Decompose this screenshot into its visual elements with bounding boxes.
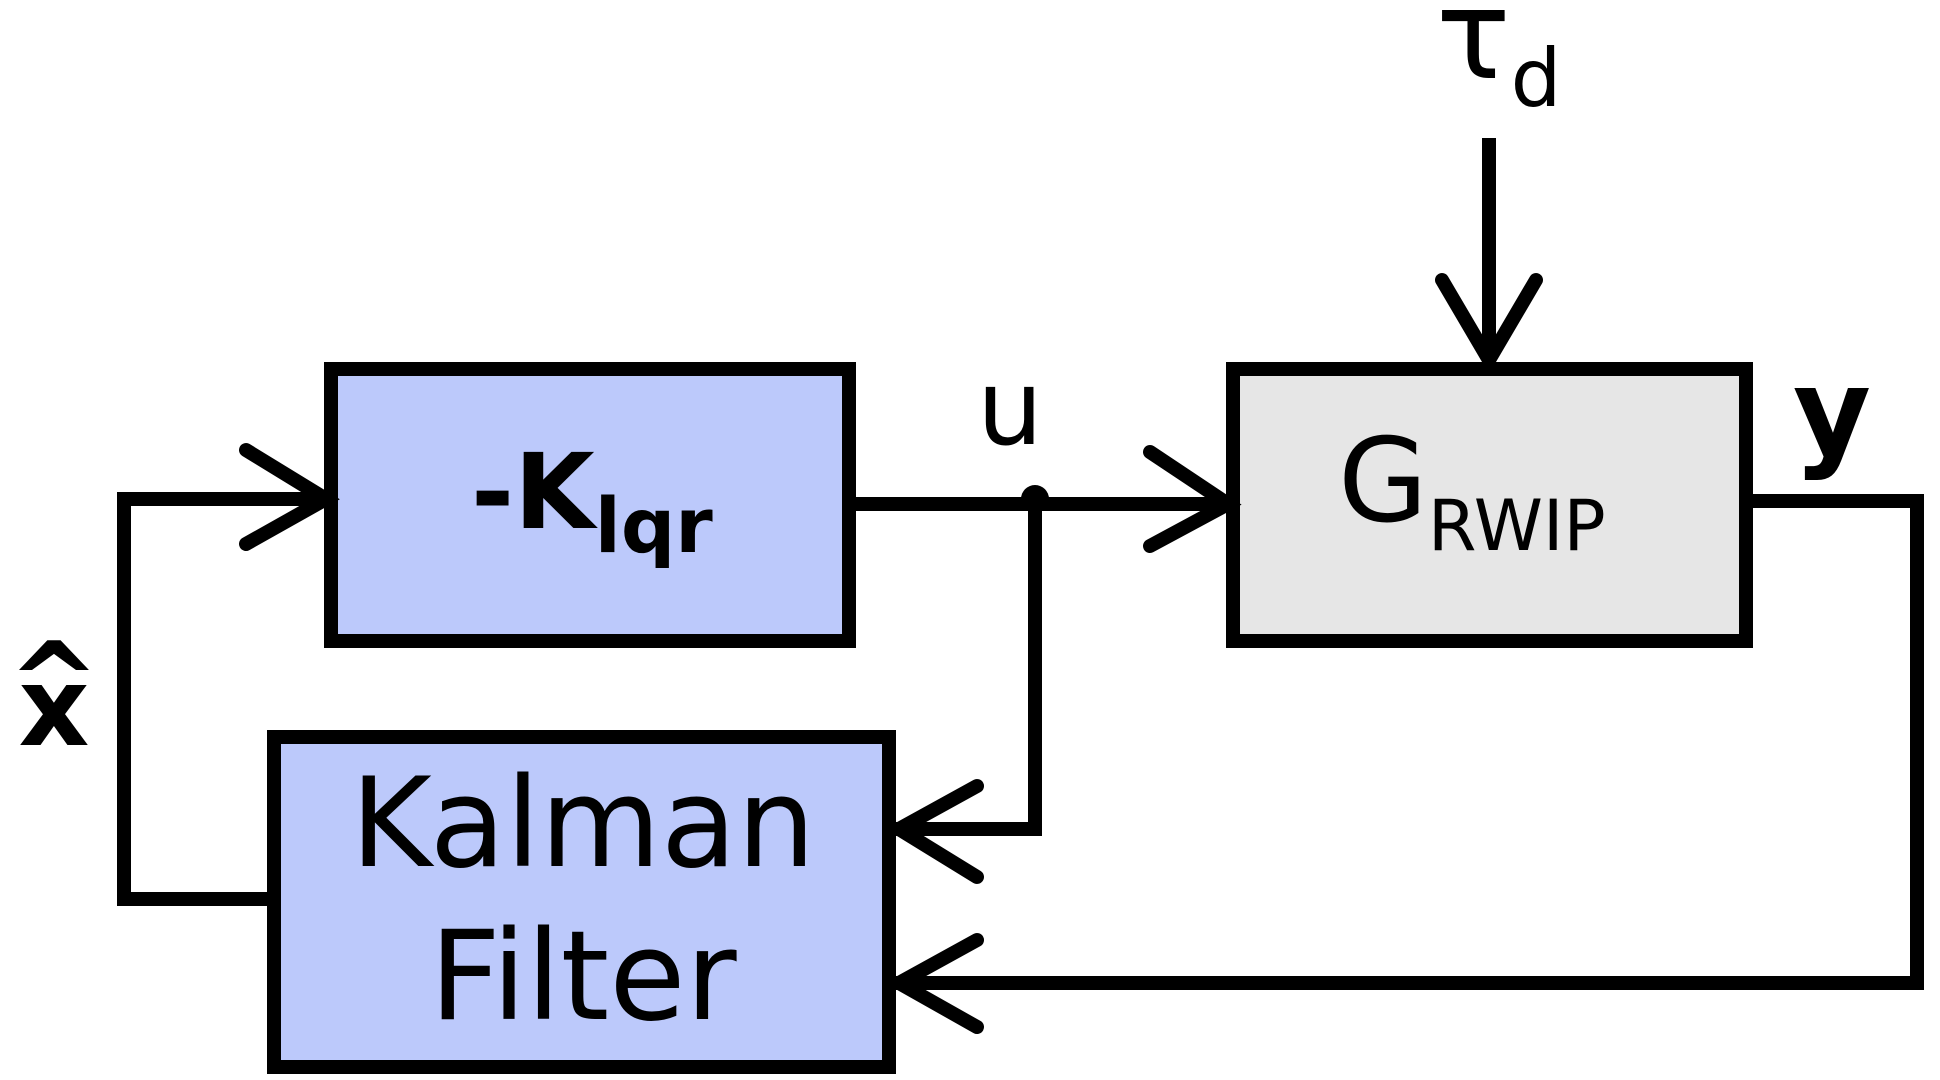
- kalman-label-line2: Filter: [429, 905, 736, 1049]
- output-signal-label: y: [1793, 344, 1871, 483]
- kalman-label-line1: Kalman: [351, 752, 816, 896]
- plant-label-subscript: RWIP: [1428, 485, 1606, 567]
- kalman-filter-block: [267, 730, 896, 1074]
- kalman-output-arrowhead: [884, 933, 984, 1034]
- disturbance-arrowhead: [1435, 273, 1543, 374]
- disturbance-label: τd: [1436, 0, 1561, 125]
- output-feedback-wire: [895, 494, 1924, 990]
- controller-input-arrowhead: [239, 443, 340, 551]
- controller-label-main: -K: [471, 431, 598, 553]
- controller-label-subscript: lqr: [595, 481, 713, 570]
- estimate-signal-label: x: [19, 643, 90, 771]
- plant-block: [1226, 362, 1753, 648]
- control-feedback-wire: [895, 504, 1042, 836]
- control-signal-label: u: [977, 347, 1043, 469]
- estimate-feedback-wire: [117, 492, 326, 906]
- plant-label-main: G: [1338, 414, 1428, 549]
- plant-input-arrowhead: [1143, 445, 1242, 553]
- controller-block: [324, 362, 856, 648]
- disturbance-label-subscript: d: [1511, 32, 1562, 125]
- plant-label: GRWIP: [1338, 414, 1606, 567]
- branch-point-dot: [1021, 485, 1049, 513]
- disturbance-label-main: τ: [1436, 0, 1511, 108]
- estimate-accent: ^: [8, 618, 100, 746]
- kalman-control-arrowhead: [885, 779, 984, 884]
- controller-label: -Klqr: [471, 431, 713, 570]
